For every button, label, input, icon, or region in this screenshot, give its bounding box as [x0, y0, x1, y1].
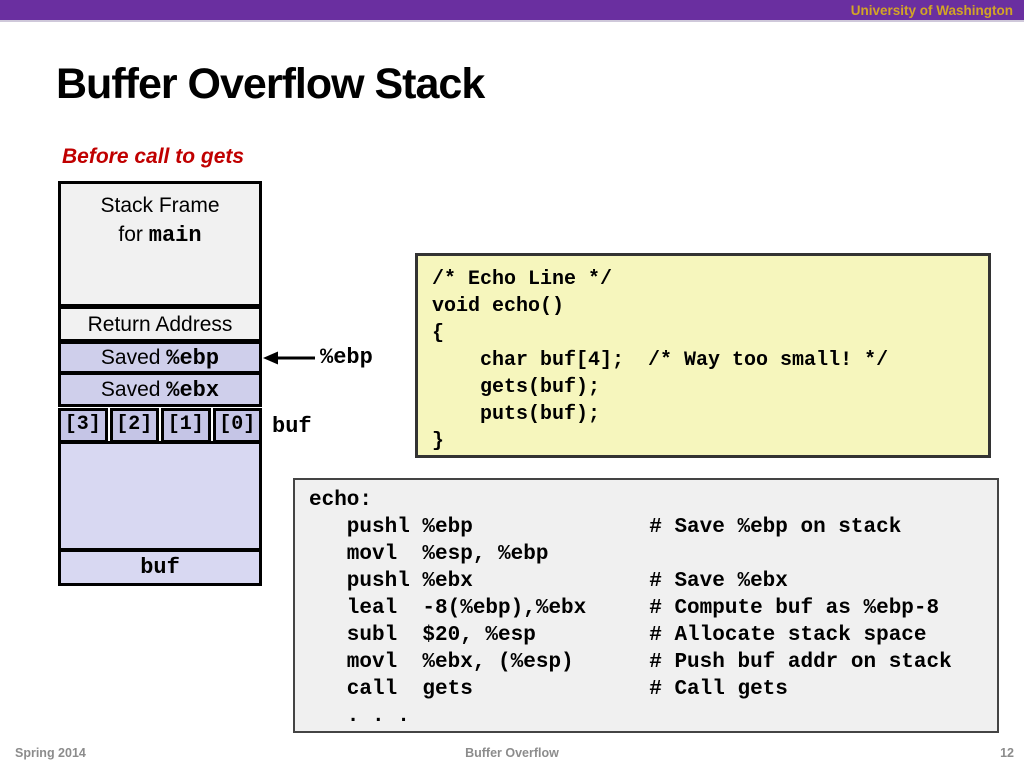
- buf-byte-cell-1: [1]: [161, 408, 211, 443]
- header-bar: University of Washington: [0, 0, 1024, 22]
- caption-before-call: Before call to gets: [62, 145, 245, 168]
- institution-label: University of Washington: [850, 3, 1013, 18]
- saved-ebp-code: %ebp: [166, 346, 220, 371]
- footer-term: Spring 2014: [15, 746, 86, 760]
- buf-byte-cells-row: [3] [2] [1] [0]: [58, 408, 262, 443]
- buf-row-box: buf: [58, 549, 262, 586]
- unused-stack-space-box: [58, 441, 262, 551]
- saved-ebp-box: Saved %ebp: [58, 341, 262, 374]
- buf-byte-cell-2: [2]: [109, 408, 159, 443]
- stack-frame-for-text: for: [118, 223, 149, 246]
- asm-code-box: echo: pushl %ebp # Save %ebp on stack mo…: [293, 478, 999, 733]
- return-address-label: Return Address: [87, 313, 233, 336]
- saved-ebx-box: Saved %ebx: [58, 372, 262, 407]
- page-title: Buffer Overflow Stack: [56, 60, 485, 108]
- saved-ebx-code: %ebx: [166, 378, 220, 403]
- stack-frame-line1: Stack Frame: [100, 194, 220, 217]
- ebp-arrow-icon: [263, 351, 315, 365]
- stack-frame-main-box: Stack Frame for main: [58, 181, 262, 307]
- footer-lecture-title: Buffer Overflow: [465, 746, 559, 760]
- buf-byte-cell-3: [3]: [58, 408, 108, 443]
- buf-byte-cell-0: [0]: [212, 408, 262, 443]
- footer-page-number: 12: [1000, 746, 1014, 760]
- c-code-box: /* Echo Line */ void echo() { char buf[4…: [415, 253, 991, 458]
- saved-ebp-prefix: Saved: [100, 346, 167, 369]
- buf-pointer-label: buf: [272, 414, 312, 439]
- ebp-pointer-label: %ebp: [320, 345, 373, 370]
- stack-frame-main-code: main: [148, 223, 202, 248]
- footer: Spring 2014 Buffer Overflow 12: [0, 746, 1024, 766]
- return-address-box: Return Address: [58, 306, 262, 342]
- stack-frame-line2: for main: [61, 220, 259, 250]
- saved-ebx-prefix: Saved: [100, 378, 167, 401]
